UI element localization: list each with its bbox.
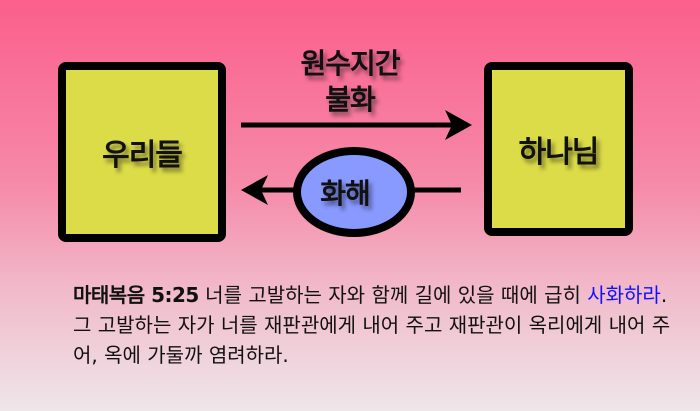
enmity-label-line2: 불화 [325,83,376,116]
verse-text-before: 너를 고발하는 자와 함께 길에 있을 때에 급히 [198,283,588,307]
reconciliation-label: 화해 [320,177,371,210]
verse-text-after: . 그 고발하는 자가 너를 재판관에게 내어 주고 재판관이 옥리에게 내어 … [73,283,671,367]
god-label: 하나님 [518,135,600,170]
arrowhead-left-icon [241,175,268,205]
us-box: 우리들 [58,62,226,242]
reconciliation-ellipse [293,147,415,237]
enmity-label-line1: 원수지간 [300,47,400,80]
us-label: 우리들 [102,138,183,173]
bible-verse: 마태복음 5:25 너를 고발하는 자와 함께 길에 있을 때에 급히 사화하라… [73,280,673,370]
god-box: 하나님 [484,62,633,236]
arrowhead-right-icon [445,110,472,140]
enmity-label: 원수지간 불화 [270,46,430,118]
verse-reference: 마태복음 5:25 [73,283,199,307]
verse-highlight: 사화하라 [587,283,661,307]
